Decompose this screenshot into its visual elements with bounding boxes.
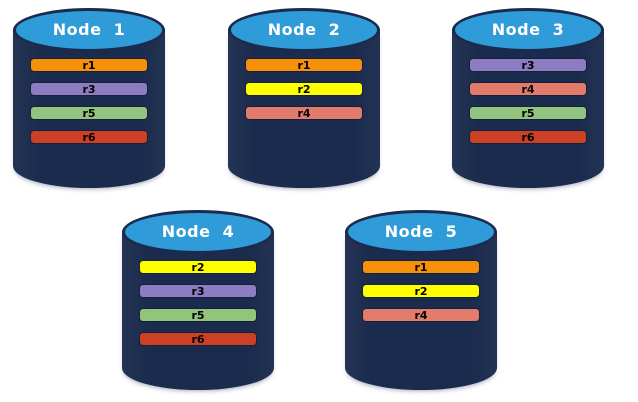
replica-label: r5 <box>521 106 535 120</box>
replica-bar[interactable]: r5 <box>468 106 588 120</box>
database-node-5[interactable]: Node 5 r1 r2 r4 <box>345 210 497 390</box>
replica-list: r1 r3 r5 r6 <box>13 58 165 144</box>
replica-list: r2 r3 r5 r6 <box>122 260 274 346</box>
database-node-1[interactable]: Node 1 r1 r3 r5 r6 <box>13 8 165 188</box>
replica-label: r1 <box>297 58 311 72</box>
replica-list: r3 r4 r5 r6 <box>452 58 604 144</box>
replica-label: r3 <box>521 58 535 72</box>
cylinder-top-ellipse: Node 5 <box>345 210 497 254</box>
replica-bar[interactable]: r5 <box>29 106 149 120</box>
replica-bar[interactable]: r1 <box>29 58 149 72</box>
replica-bar[interactable]: r3 <box>138 284 258 298</box>
cylinder-top-ellipse: Node 1 <box>13 8 165 52</box>
replica-bar[interactable]: r2 <box>361 284 481 298</box>
replica-label: r4 <box>521 82 535 96</box>
replica-label: r3 <box>82 82 96 96</box>
replica-bar[interactable]: r4 <box>244 106 364 120</box>
replica-bar[interactable]: r6 <box>29 130 149 144</box>
replica-label: r2 <box>297 82 311 96</box>
node-label: Node 5 <box>384 222 458 241</box>
replica-label: r6 <box>521 130 535 144</box>
replica-label: r2 <box>414 284 428 298</box>
replica-bar[interactable]: r3 <box>29 82 149 96</box>
replica-label: r1 <box>82 58 96 72</box>
replica-bar[interactable]: r1 <box>244 58 364 72</box>
cylinder-top-ellipse: Node 4 <box>122 210 274 254</box>
replica-label: r6 <box>82 130 96 144</box>
replica-bar[interactable]: r5 <box>138 308 258 322</box>
replica-bar[interactable]: r6 <box>468 130 588 144</box>
node-label: Node 1 <box>52 20 126 39</box>
replica-bar[interactable]: r4 <box>361 308 481 322</box>
node-label: Node 3 <box>491 20 565 39</box>
database-node-3[interactable]: Node 3 r3 r4 r5 r6 <box>452 8 604 188</box>
replica-list: r1 r2 r4 <box>345 260 497 322</box>
replica-label: r1 <box>414 260 428 274</box>
replica-list: r1 r2 r4 <box>228 58 380 120</box>
replica-bar[interactable]: r4 <box>468 82 588 96</box>
cylinder-top-ellipse: Node 2 <box>228 8 380 52</box>
replica-bar[interactable]: r1 <box>361 260 481 274</box>
database-node-4[interactable]: Node 4 r2 r3 r5 r6 <box>122 210 274 390</box>
node-label: Node 4 <box>161 222 235 241</box>
replica-bar[interactable]: r3 <box>468 58 588 72</box>
replica-label: r4 <box>297 106 311 120</box>
replica-label: r3 <box>191 284 205 298</box>
replica-label: r4 <box>414 308 428 322</box>
replica-bar[interactable]: r2 <box>138 260 258 274</box>
replica-label: r2 <box>191 260 205 274</box>
replica-label: r6 <box>191 332 205 346</box>
replica-label: r5 <box>191 308 205 322</box>
replica-bar[interactable]: r2 <box>244 82 364 96</box>
cylinder-top-ellipse: Node 3 <box>452 8 604 52</box>
replica-label: r5 <box>82 106 96 120</box>
replica-bar[interactable]: r6 <box>138 332 258 346</box>
node-label: Node 2 <box>267 20 341 39</box>
database-node-2[interactable]: Node 2 r1 r2 r4 <box>228 8 380 188</box>
